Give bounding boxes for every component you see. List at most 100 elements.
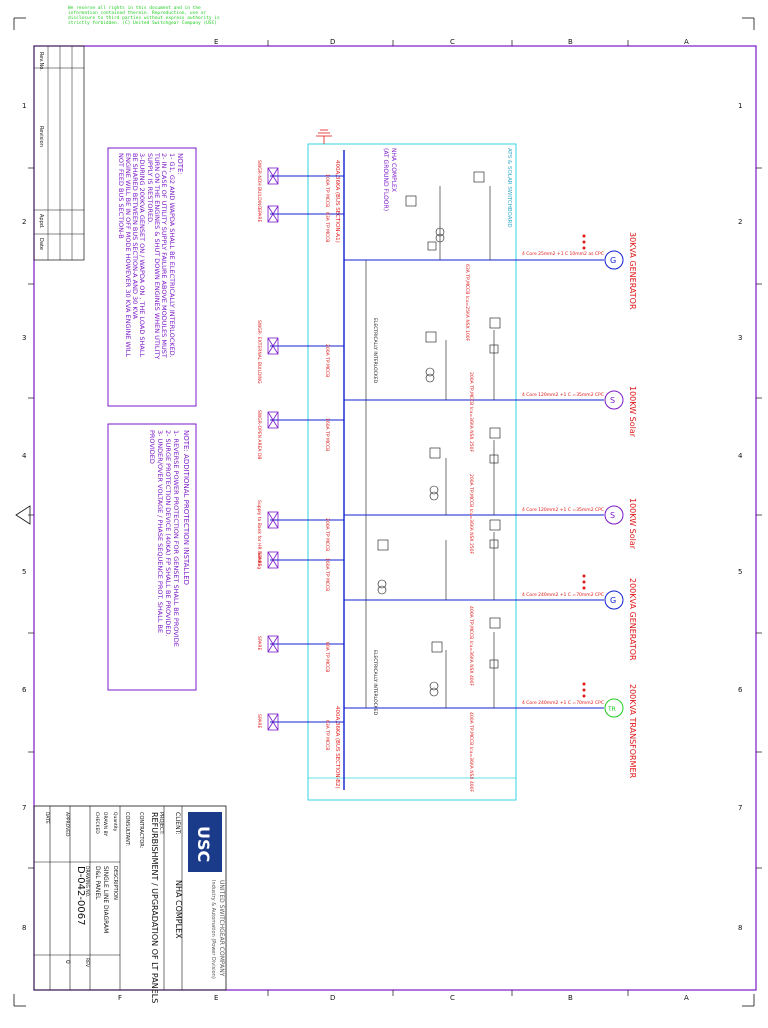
outgoing-rating: 80A TP MCCB bbox=[324, 642, 330, 672]
description-label: DESCRIPTION bbox=[112, 866, 118, 900]
row-label: 4 bbox=[22, 452, 27, 460]
solar-icon bbox=[604, 505, 624, 525]
col-label: E bbox=[214, 994, 218, 1002]
incomer-breaker-label: 400A TP,MCCB Icu=36KA NSX 400F bbox=[468, 712, 474, 793]
note-1-line: 3-DURING 200KVA GENSET ON / WAPDA ON , T… bbox=[138, 153, 146, 357]
outgoing-rating: 160A TP MCCB bbox=[324, 418, 330, 451]
note-1-line: 1- G1, G2 AND WAPDA SHALL BE ELECTRICALL… bbox=[168, 153, 176, 358]
title-block: USC UNITED SWITCHGEAR COMPANY Industry &… bbox=[33, 805, 227, 1003]
row-label: 1 bbox=[738, 102, 742, 110]
row-label: 3 bbox=[738, 334, 742, 342]
description-1: SINGLE LINE DIAGRAM bbox=[102, 866, 109, 933]
note-1-line: NOT FEED BUS SECTION-B bbox=[117, 153, 125, 239]
outgoing-feeders bbox=[270, 175, 344, 723]
revision-label: Revision bbox=[38, 126, 44, 147]
row-label: 1 bbox=[22, 102, 26, 110]
bus-section-b: 400A,36KA (BUS SECTION-B2) bbox=[334, 706, 340, 789]
source-label: 200KVA GENERATOR bbox=[628, 578, 637, 661]
incomer-cables: 4 Core 25mm2 +1 C 10mm2 as CPC 4 Core 12… bbox=[522, 251, 604, 706]
panel-subtitle: NHA COMPLEX bbox=[390, 148, 397, 192]
appd-label: Appd. bbox=[38, 214, 44, 229]
row-label: 5 bbox=[738, 568, 742, 576]
row-label: 2 bbox=[738, 218, 742, 226]
checked-label: CHECKED bbox=[94, 812, 100, 834]
cable-label: 4 Core 240mm2 +1 C =70mm2 CPC bbox=[522, 700, 604, 706]
col-label: E bbox=[214, 38, 218, 46]
col-label: C bbox=[450, 38, 455, 46]
description-2: D&L PANEL bbox=[94, 866, 101, 900]
outgoing-rating: 100A TP MCCB bbox=[324, 174, 330, 207]
corner-marks bbox=[13, 17, 755, 1007]
revision-block: Rev.No. Revision Appd. Date bbox=[33, 45, 85, 261]
row-label: 8 bbox=[738, 924, 742, 932]
date-label: Date bbox=[38, 238, 44, 250]
drawing-no-label: DRAWING NO. bbox=[84, 866, 90, 897]
note-1-line: SUPPLY IS RESTORED. bbox=[146, 153, 154, 224]
company-name: UNITED SWITCHGEAR COMPANY bbox=[218, 880, 225, 977]
approved-label: APPROVED bbox=[64, 812, 70, 837]
incomer-breaker-label: 200A TP,MCCB Icu=36KA NSX 250F bbox=[468, 474, 474, 555]
outer-border bbox=[33, 45, 757, 991]
row-label: 7 bbox=[22, 804, 26, 812]
outgoing-label: SWGR-NDH BUILDING bbox=[256, 160, 262, 209]
usc-logo bbox=[188, 812, 222, 872]
company-sub: Industry & Automation (Power Division) bbox=[210, 880, 216, 979]
cable-label: 4 Core 25mm2 +1 C 10mm2 as CPC bbox=[522, 251, 604, 257]
col-label: B bbox=[568, 994, 573, 1002]
earth-icon bbox=[316, 129, 332, 144]
consultant-label: CONSULTANT: bbox=[124, 812, 130, 846]
source-label: 100KW Solar bbox=[628, 386, 637, 438]
date-label: DATE bbox=[44, 812, 50, 824]
cable-label: 4 Core 240mm2 +1 C =70mm2 CPC bbox=[522, 592, 604, 598]
incomer-breaker-label: 400A TP,MCCB Icu=36KA NSX 400F bbox=[468, 606, 474, 687]
generator-icon bbox=[604, 590, 624, 610]
logo-text: USC bbox=[194, 826, 213, 862]
row-label: 2 bbox=[22, 218, 26, 226]
note-2-line: 2- SURGE PROTECTION DEVICE (40KA) FP SHA… bbox=[164, 430, 172, 637]
panel-title: ATS & SOLAR SWITCHBOARD bbox=[506, 148, 512, 228]
outgoing-label: SPARE bbox=[256, 714, 262, 728]
outgoing-label: SWGR- EXTERNAL BUILDING bbox=[256, 320, 262, 384]
grid-ticks bbox=[28, 40, 762, 996]
rev-no-label: Rev.No. bbox=[38, 52, 44, 71]
col-label: C bbox=[450, 994, 455, 1002]
note-2-line: PROVIDED bbox=[148, 430, 156, 464]
row-label: 6 bbox=[738, 686, 743, 694]
interlock-label: ELECTRICALLY INTERLOCKED bbox=[372, 650, 378, 716]
outgoing-rating: 63A TP MCCB bbox=[324, 720, 330, 750]
note-2: NOTE: ADDITIONAL PROTECTION INSTALLED 1-… bbox=[107, 423, 197, 691]
source-symbols: G S S G TR bbox=[604, 250, 624, 718]
quantity-label: Quantity bbox=[112, 812, 118, 832]
copyright-notice: We reserve all rights in this document a… bbox=[68, 6, 220, 26]
drawing-number: D-042-0067 bbox=[75, 866, 86, 925]
outgoing-rating: 200A TP MCCB bbox=[324, 344, 330, 377]
incomer-breaker-label: 63A TP,MCCB Icu=25KA NSX 100F bbox=[464, 264, 470, 342]
source-label: 100KW Solar bbox=[628, 498, 637, 550]
note-1: NOTE: 1- G1, G2 AND WAPDA SHALL BE ELECT… bbox=[107, 147, 197, 407]
outgoing-rating: 200A TP MCCB bbox=[324, 518, 330, 551]
row-label: 7 bbox=[738, 804, 742, 812]
incomer-breakers: 63A TP,MCCB Icu=25KA NSX 100F 200A TP,MC… bbox=[464, 264, 474, 793]
cable-label: 4 Core 120mm2 +1 C =35mm2 CPC bbox=[522, 507, 604, 513]
contractor-label: CONTRACTOR: bbox=[138, 812, 144, 849]
outgoing-rating: 160A TP MCCB bbox=[324, 558, 330, 591]
source-symbol: G bbox=[610, 256, 616, 265]
incomer-breaker-label: 200A TP,MCCB Icu=36KA NSX 250F bbox=[468, 372, 474, 453]
row-label: 4 bbox=[738, 452, 743, 460]
rev-label: REV bbox=[84, 958, 90, 968]
note-2-line: 1- REVERSE POWER PROTECTION FOR GENSET S… bbox=[172, 430, 180, 647]
note-2-title: NOTE: ADDITIONAL PROTECTION INSTALLED bbox=[182, 430, 190, 585]
note-1-line: ENGINE WILL BE IN OFF MODE HOWEVER 30 KV… bbox=[124, 153, 132, 357]
outgoing-rating: 63A TP MCCB bbox=[324, 212, 330, 242]
rev-value: 0 bbox=[64, 960, 71, 964]
generator-icon bbox=[604, 250, 624, 270]
incomer-feeders bbox=[344, 259, 604, 709]
source-symbol: S bbox=[610, 396, 615, 405]
col-label: B bbox=[568, 38, 573, 46]
solar-icon bbox=[604, 390, 624, 410]
source-labels: 30KVA GENERATOR 100KW Solar 100KW Solar … bbox=[628, 232, 637, 779]
col-label: D bbox=[330, 38, 335, 46]
note-2-line: 3- UNDER/OVER VOLTAGE / PHASE SEQUENCE P… bbox=[156, 430, 164, 633]
source-symbol: TR bbox=[607, 706, 616, 713]
